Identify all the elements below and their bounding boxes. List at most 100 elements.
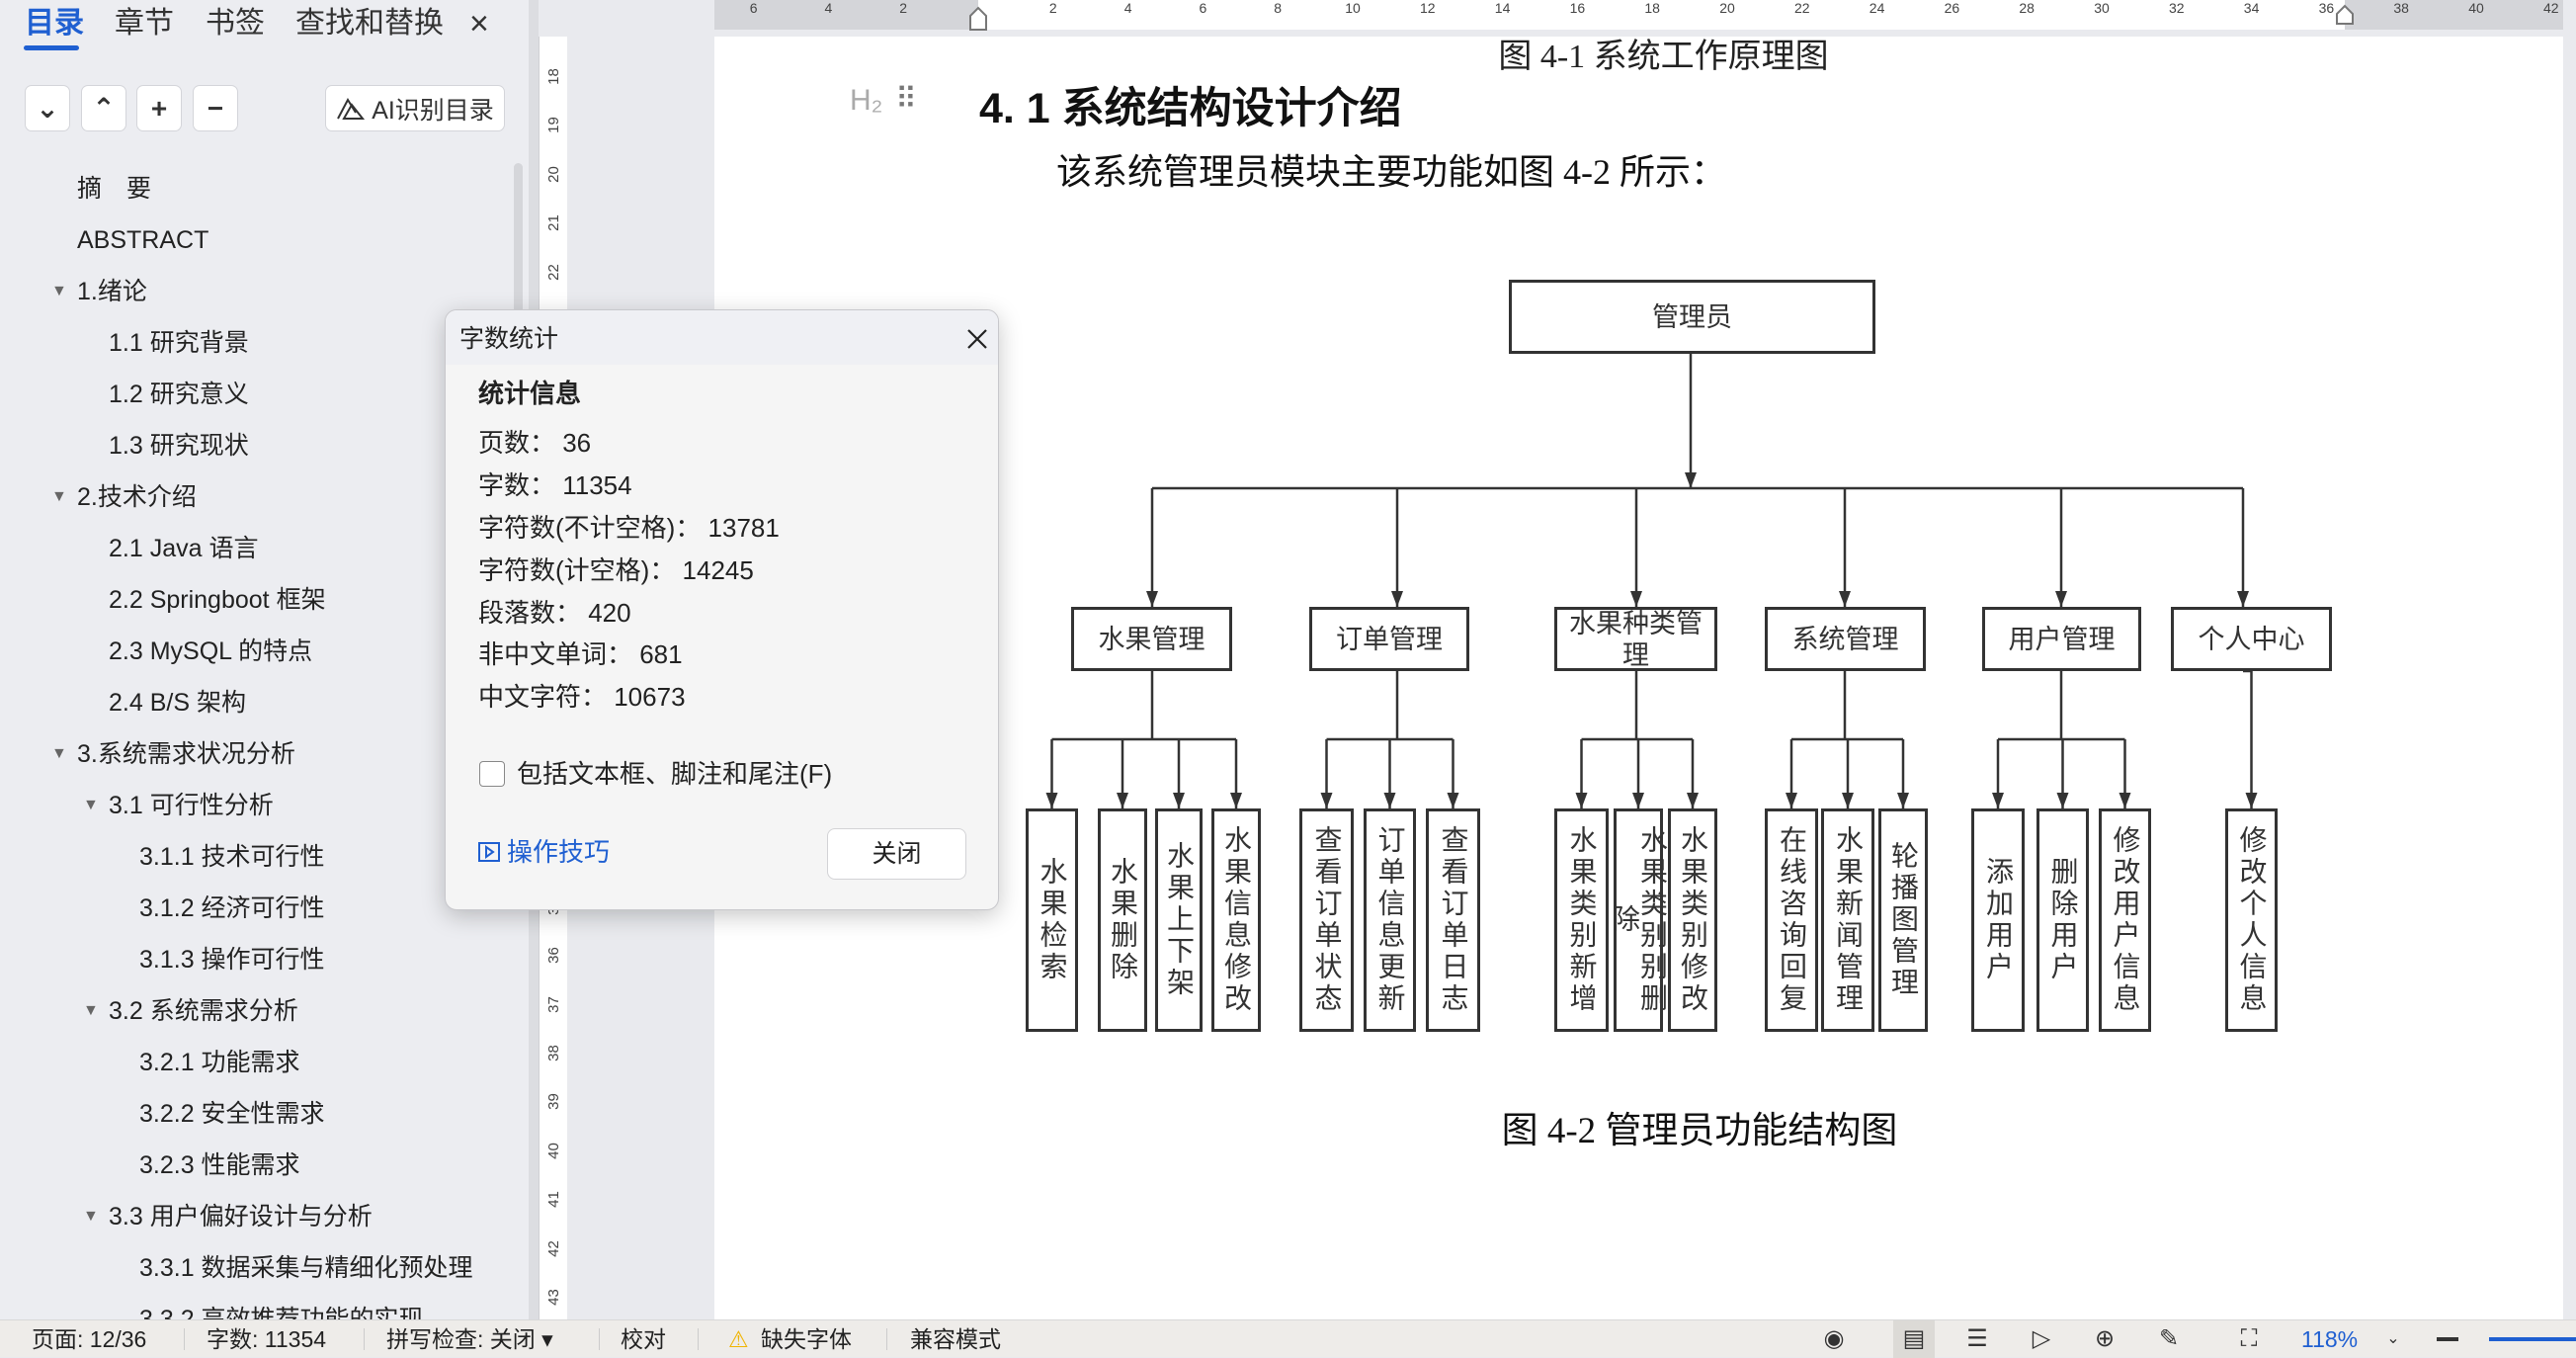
toc-item[interactable]: 3.1.3 操作可行性	[139, 946, 325, 974]
toc-item[interactable]: 3.2.3 性能需求	[139, 1151, 300, 1179]
diagram-leaf-node: 水果删除	[1098, 808, 1147, 1032]
zoom-slider[interactable]	[2489, 1337, 2576, 1341]
toc-item[interactable]: 3.1.2 经济可行性	[139, 894, 325, 922]
toc-item[interactable]: 3.2 系统需求分析	[109, 997, 298, 1025]
toc-item[interactable]: 3.1.1 技术可行性	[139, 843, 325, 871]
eye-icon[interactable]: ◉	[1823, 1325, 1845, 1352]
collapse-toggle-icon[interactable]: ▼	[83, 1208, 99, 1225]
toc-item[interactable]: 2.3 MySQL 的特点	[109, 637, 313, 665]
arrowhead	[1839, 591, 1851, 607]
fit-page-icon[interactable]: ⛶	[2240, 1325, 2258, 1352]
remove-heading-button[interactable]: −	[193, 85, 238, 131]
word-count[interactable]: 字数: 11354	[207, 1326, 327, 1352]
toc-item[interactable]: 2.1 Java 语言	[109, 535, 259, 562]
tips-link[interactable]: 操作技巧	[507, 837, 611, 867]
play-icon[interactable]: ▷	[2032, 1325, 2051, 1352]
left-indent-marker[interactable]	[968, 6, 988, 32]
zoom-level[interactable]: 118%	[2301, 1326, 2359, 1352]
arrowhead	[1230, 793, 1242, 808]
include-textboxes-label[interactable]: 包括文本框、脚注和尾注(F)	[517, 759, 833, 789]
arrowhead	[2056, 793, 2069, 808]
ruler-number: 42	[545, 1239, 562, 1257]
diagram-leaf-node: 水果上下架	[1155, 808, 1203, 1032]
ruler-number: 32	[2169, 0, 2185, 16]
drag-handle-icon[interactable]: ⠿	[895, 83, 917, 116]
ai-toc-button[interactable]: AI识别目录	[325, 85, 505, 131]
arrowhead	[1383, 793, 1396, 808]
arrowhead	[1447, 793, 1459, 808]
zoom-dropdown-icon[interactable]: ⌄	[2386, 1330, 2400, 1347]
figure-caption: 图 4-2 管理员功能结构图	[1501, 1111, 1898, 1151]
toc-item[interactable]: 3.3.1 数据采集与精细化预处理	[139, 1254, 473, 1282]
toc-item[interactable]: 3.3.2 高效推荐功能的实现	[139, 1306, 424, 1319]
collapse-toggle-icon[interactable]: ▼	[51, 488, 67, 505]
expand-button[interactable]: ⌄	[25, 85, 70, 131]
video-tips-icon[interactable]	[478, 842, 500, 862]
diagram-connectors	[1045, 354, 2258, 808]
ruler-number: 40	[2468, 0, 2484, 16]
toc-item[interactable]: 3.系统需求状况分析	[77, 740, 295, 768]
arrowhead	[1687, 793, 1699, 808]
globe-icon[interactable]: ⊕	[2094, 1325, 2116, 1352]
diagram-leaf-node: 查看订单状态	[1299, 808, 1354, 1032]
toc-item[interactable]: 2.技术介绍	[77, 483, 197, 511]
zoom-out-icon[interactable]	[2437, 1337, 2458, 1341]
chevron-down-icon: ⌄	[36, 93, 59, 124]
tab-find-replace[interactable]: 查找和替换	[295, 7, 444, 40]
active-tab-indicator	[24, 45, 79, 50]
document-page[interactable]: 图 4-1 系统工作原理图 H₂ ⠿ 4. 1 系统结构设计介绍 该系统管理员模…	[714, 37, 2563, 1319]
status-bar: 页面: 12/36 字数: 11354 拼写检查: 关闭 ▾ 校对 ⚠ 缺失字体…	[0, 1319, 2576, 1358]
toc-item[interactable]: 摘 要	[77, 175, 152, 203]
tab-chapters[interactable]: 章节	[115, 7, 174, 40]
spell-check-toggle[interactable]: 拼写检查: 关闭 ▾	[386, 1326, 553, 1352]
toc-item[interactable]: 1.1 研究背景	[109, 329, 249, 357]
proofread-button[interactable]: 校对	[621, 1326, 666, 1352]
close-icon[interactable]	[966, 328, 988, 350]
ruler-number: 4	[1123, 0, 1132, 16]
ruler-number: 6	[749, 0, 758, 16]
section-heading: 4. 1 系统结构设计介绍	[979, 85, 1402, 132]
page-view-icon[interactable]: ▤	[1893, 1320, 1935, 1358]
right-indent-marker[interactable]	[2335, 4, 2355, 26]
outline-view-icon[interactable]: ☰	[1966, 1325, 1988, 1352]
collapse-toggle-icon[interactable]: ▼	[83, 1002, 99, 1019]
toc-item[interactable]: 3.1 可行性分析	[109, 792, 274, 819]
compat-mode-label: 兼容模式	[910, 1326, 1001, 1352]
close-pane-icon[interactable]: ×	[469, 5, 489, 42]
collapse-toggle-icon[interactable]: ▼	[51, 283, 67, 299]
ai-icon	[337, 97, 366, 120]
scrollbar[interactable]	[514, 163, 523, 331]
body-paragraph: 该系统管理员模块主要功能如图 4-2 所示：	[1056, 152, 1726, 192]
ruler-number: 21	[545, 214, 562, 232]
collapse-button[interactable]: ⌃	[81, 85, 126, 131]
ruler-number: 14	[1494, 0, 1511, 16]
ruler-number: 43	[545, 1289, 562, 1306]
toc-item[interactable]: 3.2.1 功能需求	[139, 1049, 300, 1076]
tab-toc[interactable]: 目录	[25, 7, 84, 40]
ruler-number: 42	[2543, 0, 2559, 16]
toc-item[interactable]: 2.2 Springboot 框架	[109, 586, 326, 614]
toc-item[interactable]: ABSTRACT	[77, 226, 209, 254]
tab-bookmarks[interactable]: 书签	[206, 7, 265, 40]
toc-item[interactable]: 1.绪论	[77, 278, 147, 305]
ruler-number: 12	[1420, 0, 1436, 16]
close-button[interactable]: 关闭	[827, 828, 966, 880]
dialog-titlebar[interactable]: 字数统计	[446, 310, 998, 365]
toc-item[interactable]: 1.3 研究现状	[109, 432, 249, 460]
collapse-toggle-icon[interactable]: ▼	[83, 797, 99, 813]
ruler-number: 34	[2243, 0, 2260, 16]
pen-icon[interactable]: ✎	[2158, 1325, 2180, 1352]
collapse-toggle-icon[interactable]: ▼	[51, 745, 67, 762]
toc-item[interactable]: 3.2.2 安全性需求	[139, 1100, 325, 1128]
toc-item[interactable]: 1.2 研究意义	[109, 381, 249, 408]
stat-pages: 页数： 36	[478, 428, 592, 458]
heading-level-marker[interactable]: H₂	[850, 84, 883, 117]
toc-item[interactable]: 2.4 B/S 架构	[109, 689, 246, 717]
diagram-group-node: 水果管理	[1071, 607, 1232, 671]
missing-font-button[interactable]: 缺失字体	[761, 1326, 852, 1352]
page-indicator[interactable]: 页面: 12/36	[32, 1326, 147, 1352]
diagram-leaf-node: 水果类别修改	[1668, 808, 1717, 1032]
toc-item[interactable]: 3.3 用户偏好设计与分析	[109, 1203, 373, 1231]
include-textboxes-checkbox[interactable]	[479, 761, 505, 787]
add-heading-button[interactable]: +	[136, 85, 182, 131]
